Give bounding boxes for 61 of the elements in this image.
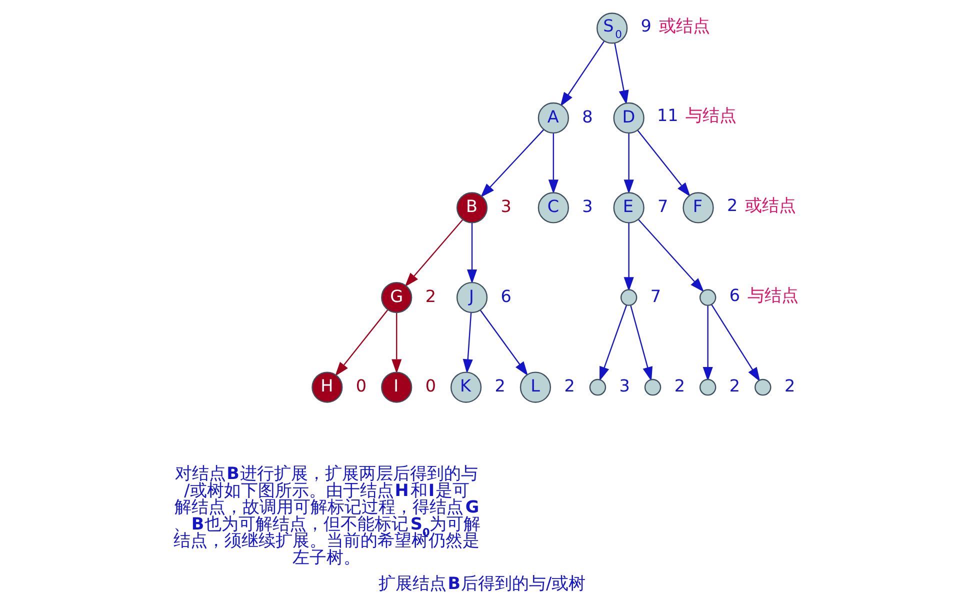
arrow	[467, 222, 478, 284]
arrow	[335, 309, 388, 376]
arrow	[548, 133, 558, 194]
node-circle	[589, 378, 606, 396]
node-circle: F	[682, 192, 714, 224]
arrow	[480, 310, 528, 376]
node-circle: B	[456, 192, 488, 224]
node-label: 2	[784, 376, 796, 396]
caption: 扩展结点B后得到的与/或树	[378, 573, 586, 594]
node-label: 0	[425, 376, 436, 396]
node-label: 或结点	[658, 15, 710, 36]
node-label: 3	[619, 376, 630, 396]
node-label: 2	[729, 376, 740, 396]
node-circle	[699, 289, 716, 306]
node-circle	[644, 378, 662, 396]
node-label: 0	[356, 376, 367, 396]
node-label: 7	[650, 286, 662, 306]
node-circle: K	[450, 372, 482, 403]
node-label: 2	[726, 194, 738, 215]
node-label: 与结点	[686, 105, 737, 126]
arrow	[404, 219, 464, 287]
node-label: 6	[500, 286, 512, 306]
node-circle	[754, 378, 772, 396]
node-label: 3	[500, 196, 512, 216]
arrow	[480, 129, 544, 198]
arrow	[560, 40, 605, 107]
arrow	[462, 312, 473, 374]
node-circle	[620, 289, 638, 306]
arrow	[702, 306, 713, 382]
node-label: 2	[674, 376, 685, 396]
arrow	[637, 130, 690, 197]
node-circle: E	[613, 192, 644, 224]
arrow	[624, 222, 634, 292]
node-circle: D	[613, 102, 644, 134]
arrow	[710, 304, 760, 382]
node-label: 或结点	[744, 194, 796, 215]
node-circle: G	[381, 282, 412, 314]
node-label: 2	[564, 376, 575, 396]
node-label: 8	[582, 106, 593, 126]
node-circle: J	[456, 282, 488, 314]
node-circle: S$_{0}$	[596, 12, 628, 44]
node-label: 2	[425, 286, 436, 306]
node-label: 9	[640, 15, 652, 36]
arrow	[638, 219, 704, 292]
node-circle: I	[381, 372, 412, 403]
node-label: 7	[658, 196, 668, 216]
node-label: 与结点	[747, 284, 798, 305]
node-label: 6	[729, 284, 740, 305]
node-label: 11	[656, 105, 678, 126]
arrow	[630, 305, 652, 382]
node-label: 3	[582, 196, 593, 216]
node-circle	[699, 378, 716, 396]
arrow	[614, 42, 629, 105]
arrow	[392, 312, 402, 374]
node-circle: C	[538, 192, 569, 224]
node-circle: H	[312, 372, 343, 403]
node-circle: A	[538, 102, 569, 134]
arrow	[599, 304, 628, 382]
node-label: 2	[494, 376, 506, 396]
arrow	[624, 133, 634, 194]
node-circle: L	[520, 372, 552, 403]
